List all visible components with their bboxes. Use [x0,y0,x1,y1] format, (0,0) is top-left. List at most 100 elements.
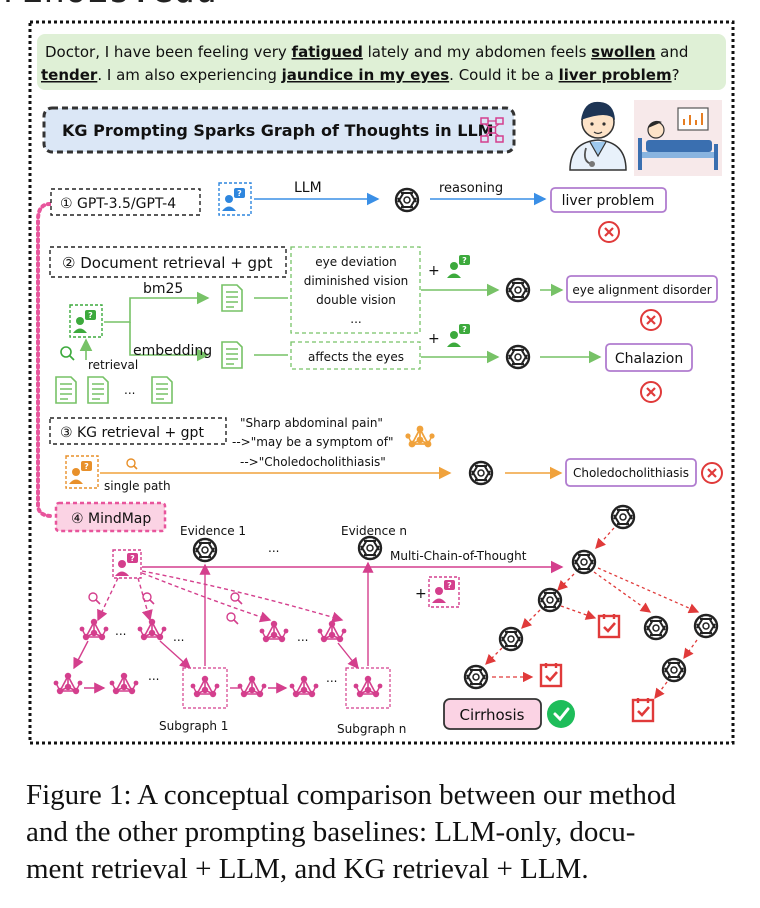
method2-label: ② Document retrieval + gpt [62,254,273,272]
user-question-icon [447,324,470,347]
search-icon [226,612,239,625]
subgraph-1-frame [182,667,228,709]
kg-edge [159,640,192,669]
doc-snippet: ... [350,312,361,326]
gpt-icon [192,537,218,563]
subgraph-n-frame [345,667,391,709]
figure-caption: Figure 1: A conceptual comparison betwee… [26,777,738,888]
bm25-label: bm25 [143,281,183,297]
method4-box [54,501,167,533]
banner-title: KG Prompting Sparks Graph of Thoughts in… [62,121,494,140]
multi-chain-label: Multi-Chain-of-Thought [390,549,527,563]
user-question-icon [432,580,455,603]
single-path-label: single path [104,479,171,493]
gpt-icon [693,613,719,639]
wrong-icon [700,461,724,485]
embedding-label: embedding [133,343,212,359]
banner-box [42,106,516,154]
evidence-1-label: Evidence 1 [180,524,246,538]
method3-user-frame [65,455,99,489]
thought-edge [485,647,503,665]
wrong-icon [597,220,621,244]
method1-answer-box [550,187,667,213]
kg-node-icon [236,674,268,699]
kg-node-icon [189,674,221,699]
correct-check-icon [547,700,575,728]
gpt-icon [394,187,420,213]
method1-label: ① GPT-3.5/GPT-4 [60,196,176,212]
outer-frame [28,20,735,745]
gpt-icon [463,664,489,690]
method3-answer-box [565,458,697,487]
graph-icon [480,117,504,143]
evidence-ellipsis: ... [268,541,279,555]
method4-user-frame-2 [428,576,460,608]
question-line-2: tender. I am also experiencing jaundice … [41,66,680,84]
document-icon [151,376,173,404]
user-question-icon [222,188,245,211]
document-icon [87,376,109,404]
thought-edge [560,605,597,620]
method2-user-frame [69,304,103,338]
edge-llm-label: LLM [294,180,322,196]
retrieved-docs-upper [290,246,421,334]
kg-edge [73,640,89,670]
kg-ellipsis: ... [173,630,184,644]
final-answer: Cirrhosis [460,706,525,724]
method4-user-frame [112,549,142,579]
subgraph-n-label: Subgraph n [337,722,406,736]
bm25-arrow [104,291,210,323]
plus-sign: + [415,586,427,602]
retrieval-label: retrieval [88,358,138,372]
method2-answer-upper: eye alignment disorder [572,283,711,297]
gpt-icon [505,277,531,303]
thought-edge [595,527,615,549]
method-connector [36,202,54,518]
document-icon [221,284,243,312]
retrieved-docs-lower [290,341,421,370]
doc-snippet: affects the eyes [308,350,404,364]
kg-node-icon [136,617,168,642]
plus-sign: + [428,331,440,347]
document-icon [221,341,243,369]
evidence-n-label: Evidence n [341,524,407,538]
method2-answer-lower-box [605,343,693,372]
caption-line: ment retrieval + LLM, and KG retrieval +… [26,853,589,885]
gpt-icon [498,626,524,652]
kg-ellipsis: ... [115,624,126,638]
retrieve-arrow [141,570,344,623]
retrieve-arrow [97,577,119,622]
kg-node-icon [352,674,384,699]
patient-in-bed-icon [634,100,722,176]
method4-label: ④ MindMap [71,511,151,527]
kg-node-icon [258,619,290,644]
gpt-icon [468,460,494,486]
gpt-icon [610,504,636,530]
doc-snippet: double vision [316,293,396,307]
method2-box [49,246,287,278]
caption-line: and the other prompting baselines: LLM-o… [26,816,636,848]
method3-label: ③ KG retrieval + gpt [60,425,204,441]
document-icon [55,376,77,404]
gpt-icon [537,587,563,613]
doc-snippet: eye deviation [315,255,396,269]
edge-reasoning-label: reasoning [439,181,503,196]
conceptual-figure: ? ? ? ? [28,20,735,745]
search-icon [230,592,243,605]
gpt-icon [505,344,531,370]
checklist-icon [597,612,621,639]
user-question-icon [115,553,138,576]
method1-answer: liver problem [562,193,655,209]
user-question-icon [69,461,92,484]
kg-node-icon [316,619,348,644]
doc-snippet: diminished vision [304,274,409,288]
search-icon [126,458,138,470]
docs-ellipsis: ... [124,383,135,397]
plus-sign: + [428,263,440,279]
method1-box [50,188,201,216]
user-question-icon [73,310,96,333]
method3-answer: Choledocholithiasis [573,466,689,480]
thought-edge [654,681,668,700]
caption-line: Figure 1: A conceptual comparison betwee… [26,779,676,811]
kg-ellipsis: ... [326,671,337,685]
